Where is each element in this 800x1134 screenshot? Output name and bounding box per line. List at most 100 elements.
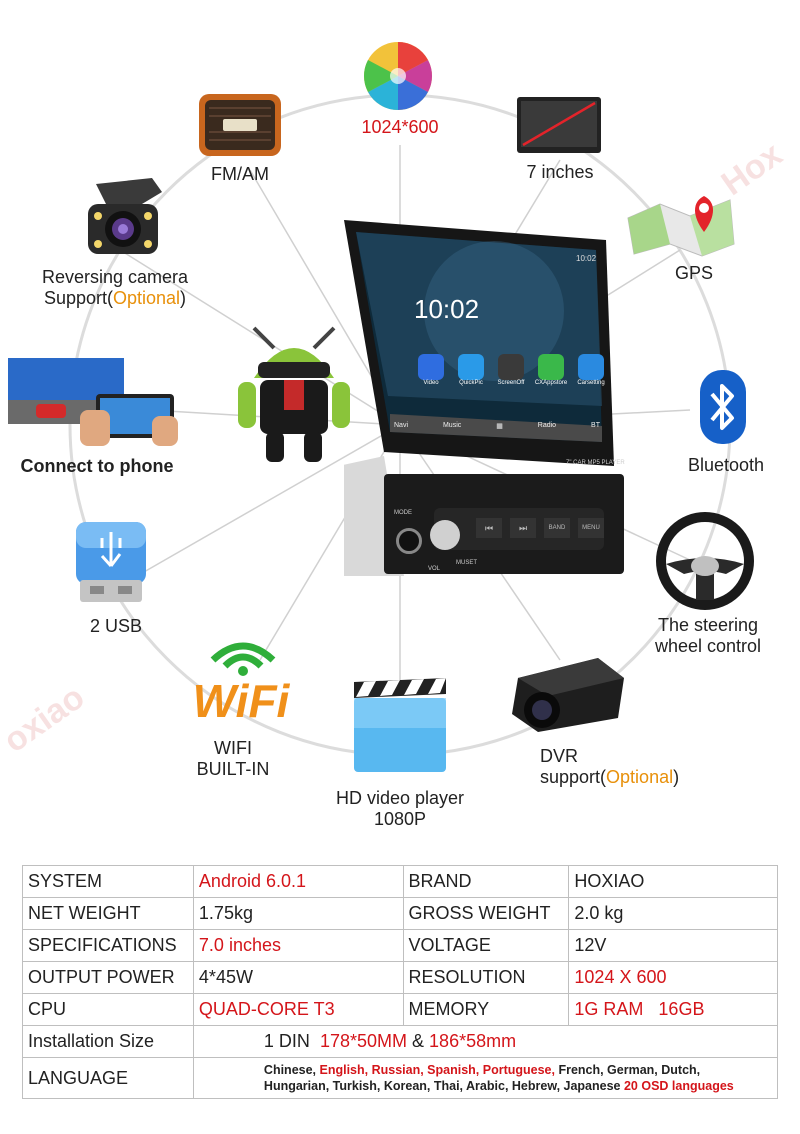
spec-key: BRAND: [402, 865, 570, 898]
gps-icon: [627, 196, 735, 257]
app-label: Video: [423, 380, 439, 386]
spec-key: LANGUAGE: [22, 1057, 194, 1099]
steering-label: The steering wheel control: [636, 615, 780, 657]
table-row: CPU QUAD-CORE T3 MEMORY 1G RAM 16GB: [22, 993, 778, 1026]
osd-languages: 20 OSD languages: [623, 1079, 734, 1093]
band-button[interactable]: BAND: [544, 518, 570, 538]
app-label: ScreenOff: [497, 380, 525, 386]
steering-wheel-icon: [656, 512, 754, 610]
spec-key: Installation Size: [22, 1025, 194, 1058]
spec-value: 2.0 kg: [568, 897, 778, 930]
table-row: SPECIFICATIONS 7.0 inches VOLTAGE 12V: [22, 929, 778, 962]
app-cxappstore[interactable]: CXAppstore: [534, 354, 568, 386]
spec-value: Android 6.0.1: [192, 865, 404, 898]
radio-tab[interactable]: Radio: [537, 422, 557, 429]
table-row: Installation Size 1 DIN 178*50MM & 186*5…: [22, 1025, 779, 1058]
wifi-line1: WIFI: [214, 738, 252, 758]
next-button[interactable]: ⏭: [510, 518, 536, 538]
camera-support-text: Support(: [43, 288, 113, 308]
android-mascot-icon: [238, 326, 350, 462]
resolution-label: 1024*600: [361, 117, 439, 137]
spec-key: CPU: [22, 993, 194, 1026]
connect-phone-label: Connect to phone: [20, 456, 174, 476]
dvr-camera-icon: [512, 658, 624, 732]
bluetooth-label: Bluetooth: [687, 455, 765, 475]
apps-grid-icon[interactable]: ▦: [496, 423, 503, 430]
camera-line1: Reversing camera: [41, 267, 189, 287]
install-din: 1 DIN: [263, 1031, 310, 1051]
app-screenoff[interactable]: ScreenOff: [494, 354, 528, 386]
steering-line2: wheel control: [654, 636, 762, 656]
bluetooth-icon: [700, 370, 746, 444]
muset-label: MUSET: [456, 560, 477, 566]
spec-value: 1G RAM 16GB: [568, 993, 778, 1026]
spec-key: GROSS WEIGHT: [402, 897, 570, 930]
lang-text: French, German, Dutch,: [554, 1063, 701, 1077]
optional-text: Optional: [113, 288, 181, 308]
spec-value: 1.75kg: [192, 897, 404, 930]
video-label: HD video player 1080P: [310, 788, 490, 830]
spec-key: NET WEIGHT: [22, 897, 194, 930]
dvr-support-text: support(: [540, 767, 607, 787]
bt-tab[interactable]: BT: [591, 422, 600, 429]
lang-text-red: English, Russian, Spanish, Portuguese,: [319, 1063, 555, 1077]
radio-icon: [199, 94, 281, 156]
spec-key: SYSTEM: [22, 865, 194, 898]
volume-knob[interactable]: [430, 520, 460, 550]
spec-key: RESOLUTION: [402, 961, 570, 994]
table-row: SYSTEM Android 6.0.1 BRAND HOXIAO: [22, 865, 778, 898]
screenoff-app-icon: [498, 354, 524, 380]
cxappstore-app-icon: [538, 354, 564, 380]
optional-text: Optional: [606, 767, 674, 787]
mode-button[interactable]: [396, 528, 422, 554]
device-clock: 10:02: [414, 294, 480, 324]
navi-tab[interactable]: Navi: [394, 422, 409, 429]
phone-mirror-icon: [8, 358, 178, 446]
usb-label: 2 USB: [89, 616, 143, 636]
paren-text: ): [180, 288, 187, 308]
quickpic-app-icon: [458, 354, 484, 380]
wifi-signal-icon: [210, 642, 276, 676]
lang-text: Hungarian, Turkish, Korean, Thai, Arabic…: [263, 1079, 624, 1093]
lang-text: Chinese,: [263, 1063, 320, 1077]
music-tab[interactable]: Music: [442, 422, 462, 429]
feature-diagram: Hox oxiao 1024*600 FM/AM 7 inches GPS: [0, 42, 790, 830]
spec-value: 1 DIN 178*50MM & 186*58mm: [192, 1025, 779, 1058]
app-carsetting[interactable]: Carsetting: [574, 354, 608, 386]
video-player-icon: [354, 678, 446, 772]
video-app-icon: [418, 354, 444, 380]
spec-key: MEMORY: [402, 993, 570, 1026]
spec-value: 7.0 inches: [192, 929, 404, 962]
color-wheel-icon: [364, 42, 432, 110]
table-row: NET WEIGHT 1.75kg GROSS WEIGHT 2.0 kg: [22, 897, 778, 930]
spec-value: QUAD-CORE T3: [192, 993, 404, 1026]
app-quickpic[interactable]: QuickPic: [454, 354, 488, 386]
panel-label: 7" CAR MP5 PLAYER: [566, 460, 625, 466]
install-size-a: 178*50MM: [319, 1031, 407, 1051]
spec-value: 12V: [568, 929, 778, 962]
dvr-label: DVR support(Optional): [540, 746, 720, 788]
spec-key: VOLTAGE: [402, 929, 570, 962]
install-and: &: [412, 1031, 425, 1051]
screen-size-label: 7 inches: [526, 162, 594, 182]
spec-value: Chinese, English, Russian, Spanish, Port…: [192, 1057, 779, 1099]
head-unit: 10:02 10:02 Video QuickPic ScreenOff CXA…: [344, 216, 628, 576]
reversing-camera-label: Reversing camera Support(Optional): [20, 267, 210, 309]
spec-key: SPECIFICATIONS: [22, 929, 194, 962]
screen-size-icon: [517, 97, 601, 153]
install-size-b: 186*58mm: [429, 1031, 517, 1051]
reversing-camera-icon: [88, 178, 162, 254]
app-label: QuickPic: [459, 380, 483, 386]
video-line1: HD video player: [335, 788, 465, 808]
gps-label: GPS: [674, 263, 713, 283]
status-time: 10:02: [576, 254, 597, 263]
app-row: Video QuickPic ScreenOff CXAppstore Cars…: [414, 354, 614, 386]
spec-key: OUTPUT POWER: [22, 961, 194, 994]
dvr-line1: DVR: [540, 746, 579, 766]
app-video[interactable]: Video: [414, 354, 448, 386]
table-row: LANGUAGE Chinese, English, Russian, Span…: [22, 1057, 779, 1099]
wifi-label: WIFI BUILT-IN: [178, 738, 288, 780]
menu-button[interactable]: MENU: [578, 518, 604, 538]
previous-button[interactable]: ⏮: [476, 518, 502, 538]
spec-value: 4*45W: [192, 961, 404, 994]
